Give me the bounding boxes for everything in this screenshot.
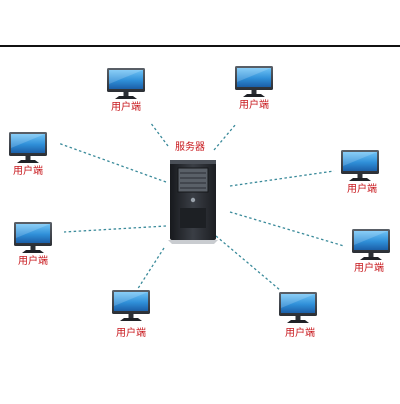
client-3	[9, 132, 47, 163]
connector-line-3	[57, 142, 167, 183]
client-8	[279, 292, 317, 323]
client-label-1: 用户端	[111, 102, 141, 113]
client-2	[235, 66, 273, 97]
client-1	[107, 68, 145, 99]
client-label-8: 用户端	[285, 328, 315, 339]
monitor-icon	[235, 66, 273, 97]
connector-line-7	[136, 247, 165, 291]
monitor-icon	[112, 290, 150, 321]
server	[168, 160, 218, 244]
monitor-icon	[341, 150, 379, 181]
monitor-icon	[14, 222, 52, 253]
client-5	[14, 222, 52, 253]
client-6	[352, 229, 390, 260]
client-label-2: 用户端	[239, 100, 269, 111]
client-4	[341, 150, 379, 181]
connector-line-2	[213, 123, 237, 151]
monitor-icon	[279, 292, 317, 323]
client-7	[112, 290, 150, 321]
connector-line-8	[215, 235, 281, 291]
connector-line-5	[63, 225, 167, 233]
connector-group	[57, 121, 345, 291]
connector-line-4	[229, 170, 335, 187]
monitor-icon	[107, 68, 145, 99]
client-group	[9, 66, 390, 323]
client-label-3: 用户端	[13, 166, 43, 177]
connector-line-1	[149, 121, 169, 147]
client-label-5: 用户端	[18, 256, 48, 267]
server-label: 服务器	[175, 142, 205, 153]
client-label-7: 用户端	[116, 328, 146, 339]
monitor-icon	[352, 229, 390, 260]
monitor-icon	[9, 132, 47, 163]
connector-line-6	[229, 211, 345, 247]
client-label-4: 用户端	[347, 184, 377, 195]
client-label-6: 用户端	[354, 263, 384, 274]
server-tower-icon	[168, 160, 218, 244]
